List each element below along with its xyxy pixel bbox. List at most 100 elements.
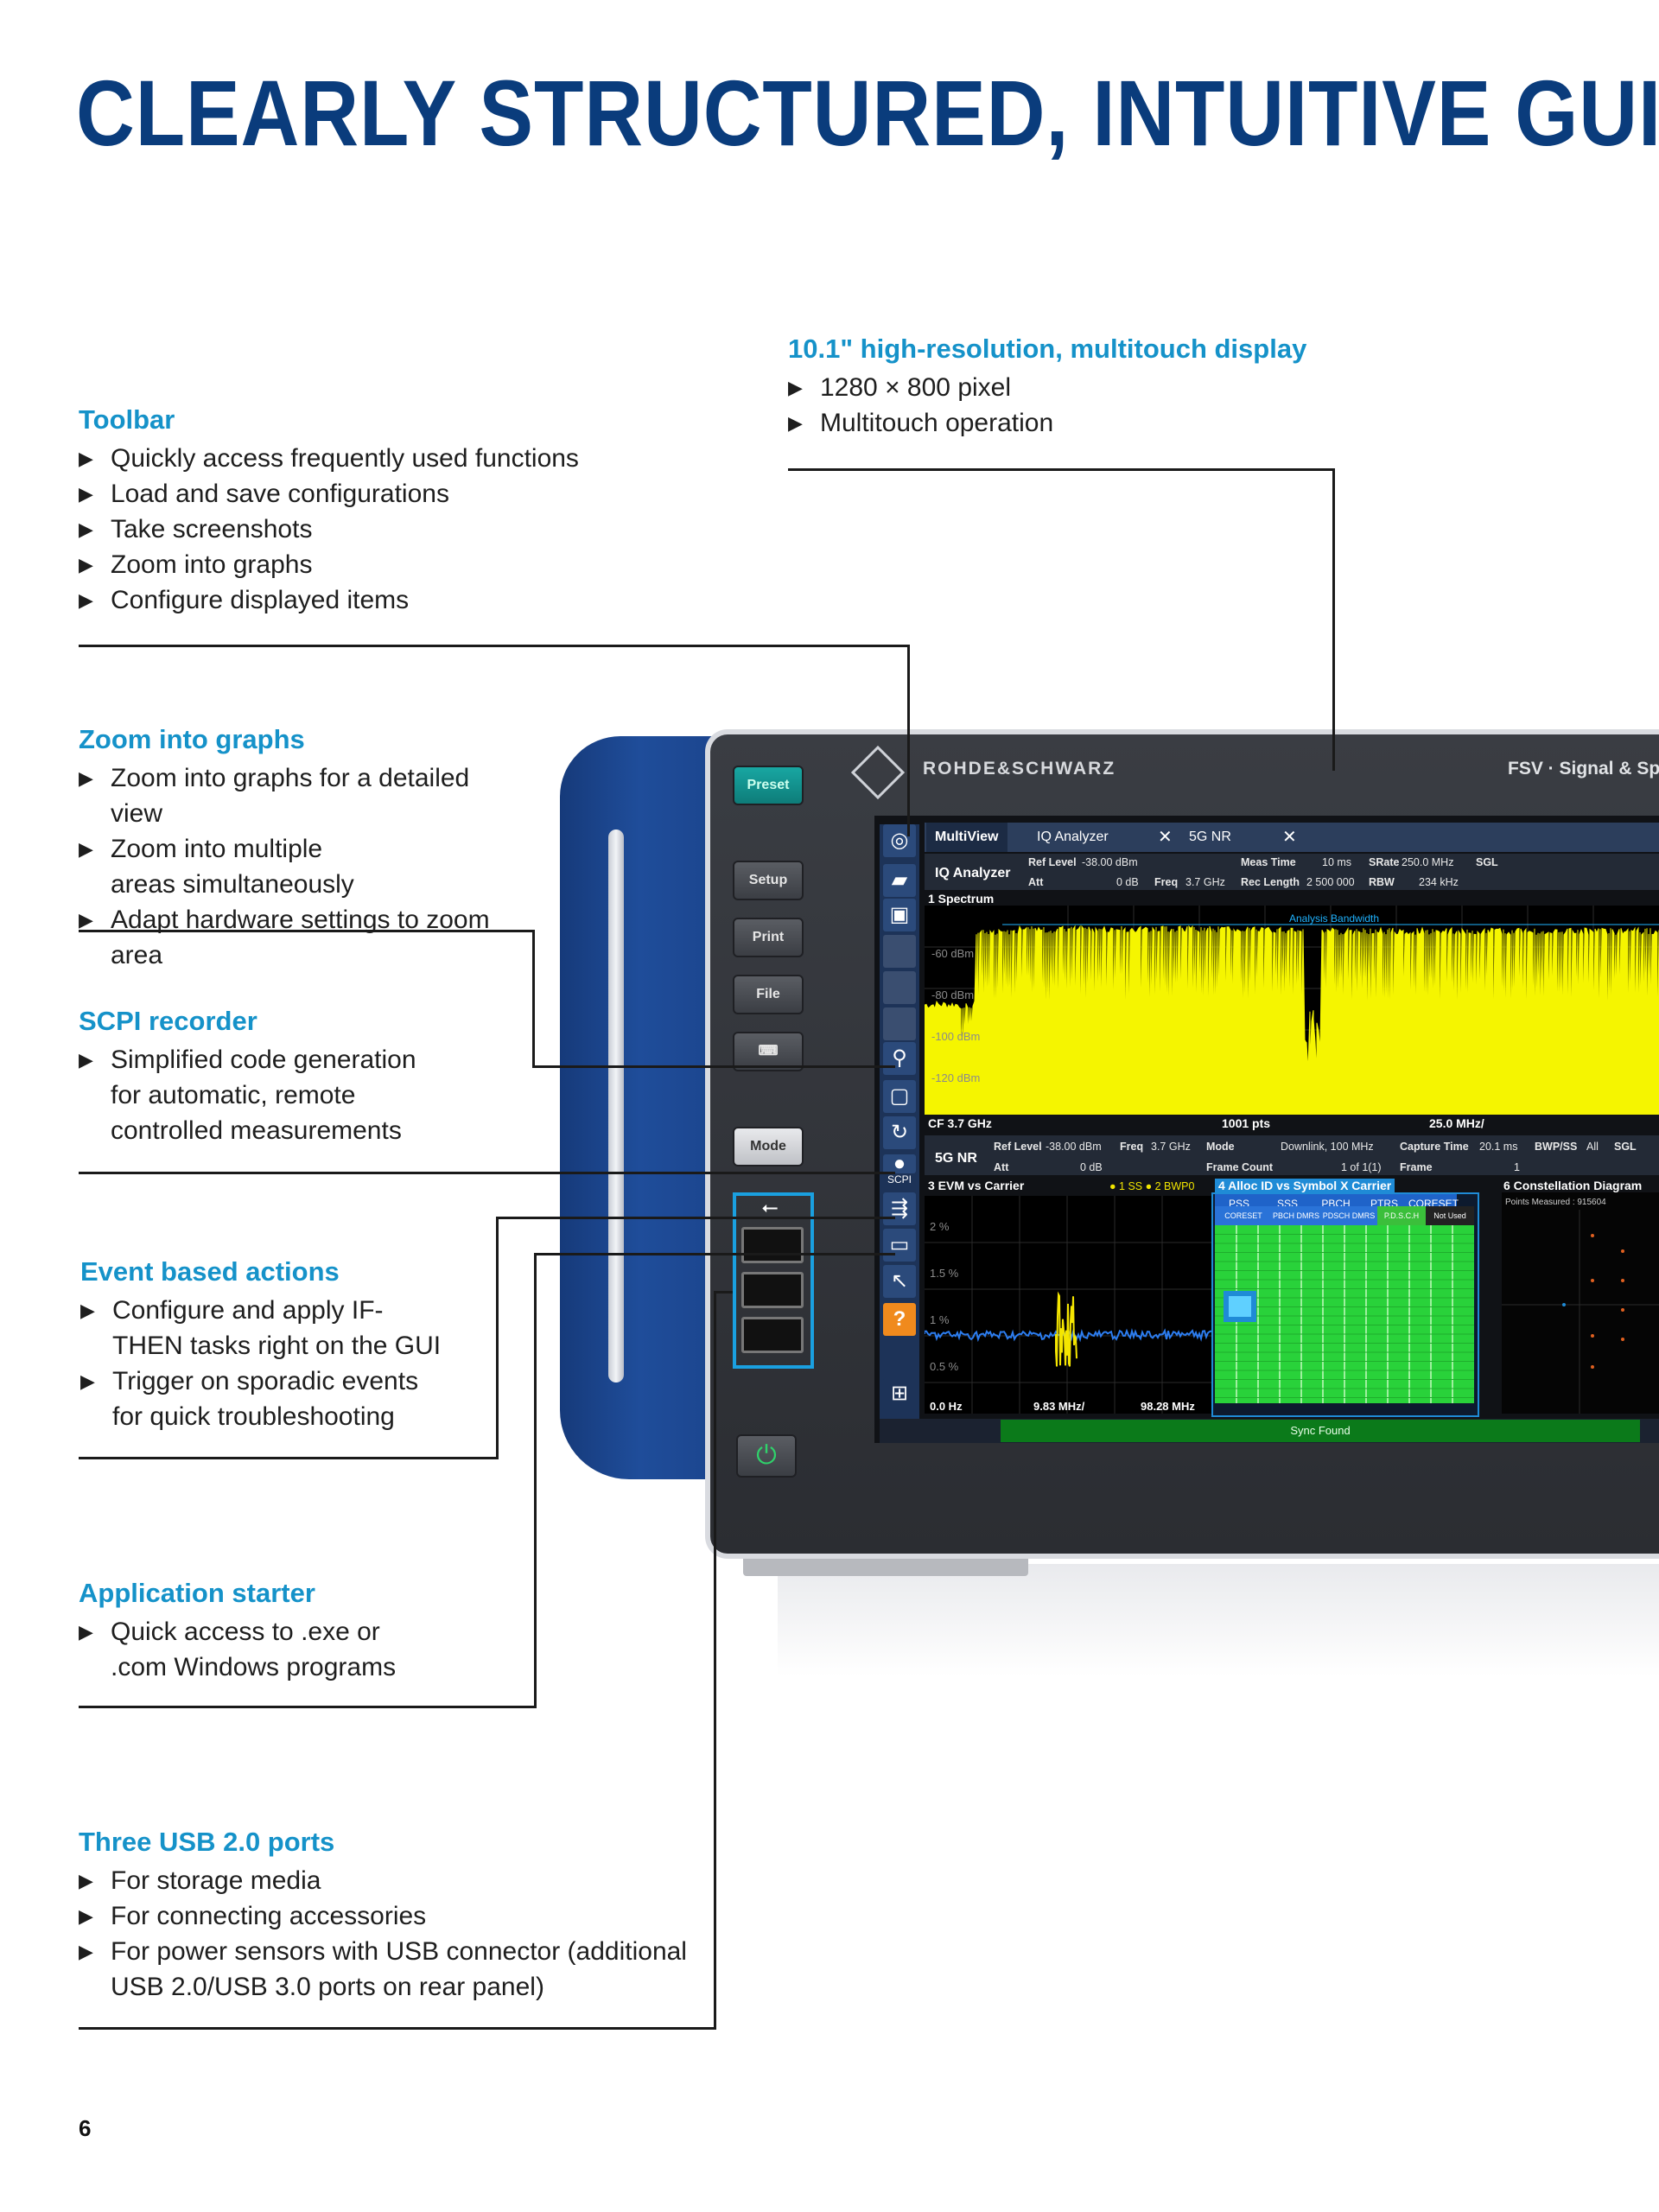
nr-sgl: SGL <box>1614 1141 1637 1153</box>
scpi-recorder-icon[interactable]: ● <box>883 1154 916 1174</box>
display-callout: 10.1" high-resolution, multitouch displa… <box>788 334 1306 441</box>
leader-line-zoom <box>532 1065 895 1068</box>
spec-points: 1001 pts <box>1222 1116 1271 1130</box>
display-item: 1280 × 800 pixel <box>788 370 1306 405</box>
evm-x-end: 98.28 MHz <box>1141 1400 1195 1413</box>
fit-view-icon[interactable]: ▢ <box>883 1080 916 1113</box>
usb-port-2[interactable] <box>741 1272 804 1308</box>
alloc-header-pdsch-dmrs: PDSCH DMRS <box>1320 1206 1377 1225</box>
power-button[interactable]: ⏻ <box>736 1434 797 1478</box>
constellation-dots <box>1502 1210 1659 1414</box>
app-heading: Application starter <box>79 1578 315 1608</box>
constellation-window-label: 6 Constellation Diagram <box>1503 1179 1643 1192</box>
evm-trace <box>924 1196 1212 1414</box>
help-icon[interactable]: ? <box>883 1303 916 1336</box>
iq-sgl: SGL <box>1476 856 1498 868</box>
nr-freq-label: Freq <box>1120 1141 1144 1153</box>
display-heading: 10.1" high-resolution, multitouch displa… <box>788 334 1307 364</box>
leader-line-events <box>496 1217 499 1459</box>
iq-srate: 250.0 MHz <box>1402 856 1454 868</box>
keyboard-button[interactable]: ⌨ <box>733 1032 804 1071</box>
zoom-item: Adapt hardware settings to zoom area <box>79 902 528 973</box>
screen-tab-bar <box>925 823 1659 852</box>
toolbar-item: Take screenshots <box>79 512 579 547</box>
evm-legend: ● 1 SS ● 2 BWP0 <box>1109 1180 1195 1192</box>
mode-button[interactable]: Mode <box>733 1127 804 1166</box>
nr-att: 0 dB <box>1080 1161 1103 1173</box>
nr-att-label: Att <box>994 1161 1009 1173</box>
nr-frame: 1 <box>1514 1161 1520 1173</box>
print-button[interactable]: Print <box>733 918 804 957</box>
zoom-item: Zoom into multiple areas simultaneously <box>79 831 387 902</box>
iq-channel-name: IQ Analyzer <box>935 866 1011 880</box>
nr-channel-name: 5G NR <box>935 1151 977 1166</box>
zoom-heading: Zoom into graphs <box>79 724 305 754</box>
nr-info-bar <box>925 1135 1659 1175</box>
spec-y-label-2: -80 dBm <box>931 988 975 1001</box>
evm-y-label-1: 2 % <box>930 1220 950 1233</box>
spectrum-trace <box>924 906 1659 1116</box>
app-callout: Application starter Quick access to .exe… <box>79 1578 424 1685</box>
screenshot-camera-icon[interactable]: ◎ <box>883 824 916 857</box>
nr-frame-count-label: Frame Count <box>1206 1161 1274 1173</box>
evm-y-label-2: 1.5 % <box>930 1267 959 1280</box>
open-folder-icon[interactable]: ▰ <box>883 864 916 897</box>
save-icon[interactable]: ▣ <box>883 899 916 931</box>
evm-y-label-4: 0.5 % <box>930 1360 959 1373</box>
toolbar-item: Quickly access frequently used functions <box>79 441 579 476</box>
spec-y-label-4: -120 dBm <box>931 1071 981 1084</box>
iq-info-bar <box>925 854 1659 890</box>
setup-button[interactable]: Setup <box>733 861 804 900</box>
tab-multiview[interactable]: MultiView <box>926 823 1007 852</box>
constellation-plot <box>1502 1192 1659 1414</box>
toolbar-item: Zoom into graphs <box>79 547 579 582</box>
alloc-header-pdsch: P.D.S.C.H <box>1377 1206 1426 1225</box>
usb-item: For power sensors with USB connector (ad… <box>79 1934 701 2005</box>
alloc-header-pbch-dmrs: PBCH DMRS <box>1272 1206 1320 1225</box>
nr-capture-label: Capture Time <box>1400 1141 1469 1153</box>
zoom-item: Zoom into graphs for a detailed view <box>79 760 528 831</box>
refresh-icon[interactable]: ↻ <box>883 1116 916 1149</box>
instrument-base <box>778 1564 1659 1676</box>
leader-line-usb <box>714 1291 716 2030</box>
handle-grip <box>608 830 624 1382</box>
toolbar-disabled-icon-2 <box>883 971 916 1004</box>
iq-freq: 3.7 GHz <box>1185 876 1225 888</box>
usb-item: For connecting accessories <box>79 1898 701 1934</box>
file-button[interactable]: File <box>733 975 804 1014</box>
nr-mode: Downlink, 100 MHz <box>1281 1141 1374 1153</box>
toolbar-item: Load and save configurations <box>79 476 579 512</box>
toolbar-disabled-icon-3 <box>883 1007 916 1040</box>
toolbar-heading: Toolbar <box>79 404 175 435</box>
tab-5g-nr[interactable]: 5G NR <box>1189 830 1231 844</box>
tab-iq-analyzer[interactable]: IQ Analyzer <box>1037 830 1109 844</box>
iq-rbw-label: RBW <box>1369 876 1395 888</box>
nr-frame-count: 1 of 1(1) <box>1341 1161 1382 1173</box>
alloc-header-coreset-dmrs: CORESET DMRS <box>1215 1206 1272 1239</box>
usb-heading: Three USB 2.0 ports <box>79 1827 335 1857</box>
usb-highlight-frame <box>733 1192 814 1369</box>
usb-port-1[interactable] <box>741 1227 804 1263</box>
zoom-callout: Zoom into graphs Zoom into graphs for a … <box>79 724 528 973</box>
zoom-icon[interactable]: ⚲ <box>883 1042 916 1075</box>
nr-bwp: All <box>1586 1141 1599 1153</box>
iq-att-label: Att <box>1028 876 1044 888</box>
pointer-help-icon[interactable]: ↖ <box>883 1265 916 1298</box>
application-starter-icon[interactable]: ▭ <box>883 1229 916 1262</box>
close-iq-tab-icon[interactable]: ✕ <box>1158 828 1173 847</box>
spec-y-label-3: -100 dBm <box>931 1030 981 1043</box>
display-item: Multitouch operation <box>788 405 1306 441</box>
usb-port-3[interactable] <box>741 1317 804 1353</box>
leader-line-zoom <box>79 930 535 932</box>
leader-line-usb <box>714 1291 733 1294</box>
sync-status: Sync Found <box>1001 1420 1640 1442</box>
scpi-heading: SCPI recorder <box>79 1006 257 1036</box>
preset-button[interactable]: Preset <box>733 766 804 805</box>
iq-freq-label: Freq <box>1154 876 1179 888</box>
windows-icon[interactable]: ⊞ <box>883 1377 916 1410</box>
close-5gnr-tab-icon[interactable]: ✕ <box>1282 828 1297 847</box>
nr-freq: 3.7 GHz <box>1151 1141 1191 1153</box>
event-actions-icon[interactable]: ⇶ <box>883 1192 916 1225</box>
leader-line-toolbar <box>907 645 910 836</box>
usb-callout: Three USB 2.0 ports For storage media Fo… <box>79 1827 701 2005</box>
